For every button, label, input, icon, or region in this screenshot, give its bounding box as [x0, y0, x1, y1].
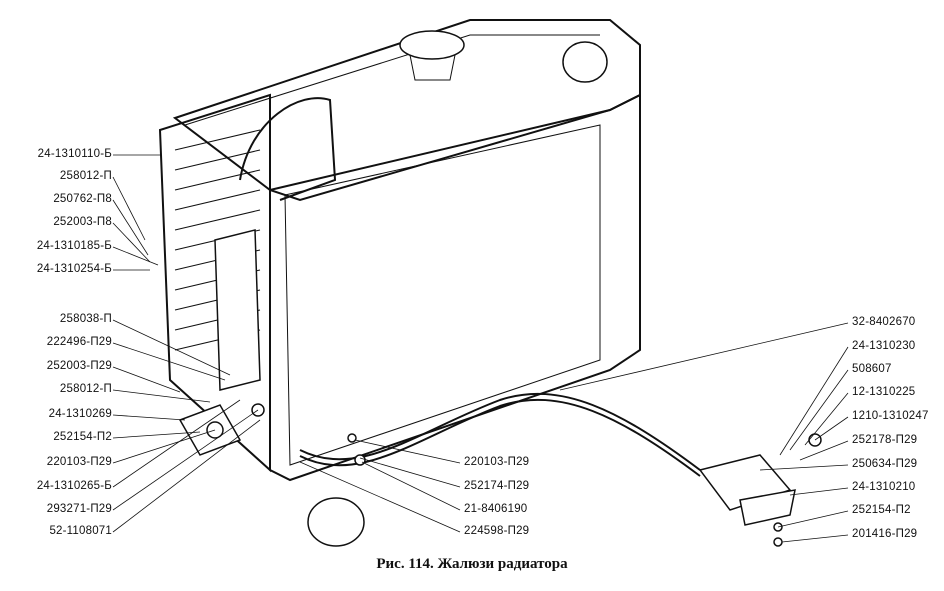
part-label: 52-1108071 — [49, 525, 112, 537]
part-label: 250634-П29 — [852, 458, 918, 470]
part-label: 252003-П8 — [53, 216, 112, 228]
part-label: 222496-П29 — [46, 336, 112, 348]
part-label: 258012-П — [59, 170, 112, 182]
part-label: 21-8406190 — [464, 503, 528, 515]
part-label: 24-1310269 — [48, 408, 112, 420]
part-label: 250762-П8 — [53, 193, 112, 205]
part-label: 32-8402670 — [852, 316, 916, 328]
part-label: 24-1310254-Б — [36, 263, 112, 275]
part-label: 201416-П29 — [852, 528, 918, 540]
part-label: 252178-П29 — [852, 434, 918, 446]
part-label: 24-1310230 — [852, 340, 916, 352]
part-label: 258038-П — [59, 313, 112, 325]
part-label: 252154-П2 — [53, 431, 112, 443]
part-label: 258012-П — [59, 383, 112, 395]
part-label: 24-1310210 — [852, 481, 916, 493]
part-label: 220103-П29 — [464, 456, 530, 468]
part-label: 24-1310110-Б — [37, 148, 112, 160]
part-label: 508607 — [852, 363, 892, 375]
part-label: 252003-П29 — [46, 360, 112, 372]
part-label: 293271-П29 — [46, 503, 112, 515]
part-label: 252154-П2 — [852, 504, 911, 516]
part-label: 1210-1310247 — [852, 410, 929, 422]
part-label: 24-1310185-Б — [36, 240, 112, 252]
part-label: 12-1310225 — [852, 386, 916, 398]
part-label: 24-1310265-Б — [36, 480, 112, 492]
figure-caption: Рис. 114. Жалюзи радиатора — [376, 556, 568, 572]
part-label: 252174-П29 — [464, 480, 530, 492]
part-label: 224598-П29 — [464, 525, 530, 537]
part-label: 220103-П29 — [46, 456, 112, 468]
